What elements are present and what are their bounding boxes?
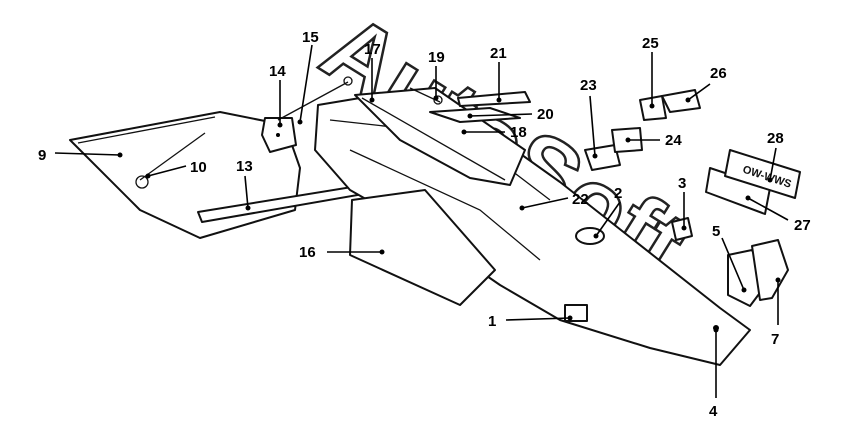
callout-26: 26	[685, 65, 727, 103]
callout-3: 3	[678, 175, 687, 231]
part-18-lid-glass	[354, 87, 526, 186]
callout-24: 24	[625, 132, 682, 149]
callout-number: 7	[771, 331, 779, 348]
callout-number: 19	[428, 49, 445, 66]
callout-9: 9	[38, 147, 123, 164]
callout-number: 3	[678, 175, 686, 192]
part-7-tail-light-lens	[751, 239, 789, 301]
callout-13: 13	[236, 158, 253, 211]
part-26-lock-plate	[661, 89, 701, 113]
callout-20: 20	[467, 106, 554, 123]
callout-number: 16	[299, 244, 316, 261]
callout-number: 21	[490, 45, 507, 62]
callout-number: 26	[710, 65, 727, 82]
part-23-latch	[584, 144, 621, 171]
part-15-gas-strut	[277, 76, 353, 121]
callout-7: 7	[771, 277, 781, 348]
callout-14: 14	[269, 63, 286, 128]
part-21-handle	[457, 91, 531, 107]
callout-number: 25	[642, 35, 659, 52]
part-14-hinge	[261, 117, 297, 153]
callout-number: 4	[709, 403, 718, 420]
callout-number: 13	[236, 158, 253, 175]
callout-28: 28	[767, 130, 784, 183]
callout-21: 21	[490, 45, 507, 103]
callout-27: 27	[745, 195, 811, 234]
callout-5: 5	[712, 223, 747, 293]
part-16-inner-seal	[349, 189, 496, 306]
callout-2: 2	[593, 185, 622, 239]
callout-22: 22	[519, 191, 589, 211]
callout-10: 10	[145, 159, 207, 179]
part-2-lamp	[575, 227, 605, 245]
callout-19: 19	[428, 49, 445, 101]
callout-number: 20	[537, 106, 554, 123]
callout-number: 1	[488, 313, 496, 330]
part-20-bracket	[429, 107, 521, 123]
callout-25: 25	[642, 35, 659, 109]
callout-16: 16	[299, 244, 385, 261]
callout-15: 15	[297, 29, 319, 125]
callout-17: 17	[364, 41, 381, 103]
callout-23: 23	[580, 77, 598, 159]
callout-number: 9	[38, 147, 46, 164]
callout-number: 15	[302, 29, 319, 46]
callout-18: 18	[461, 124, 527, 141]
callout-number: 2	[614, 185, 622, 202]
callout-number: 22	[572, 191, 589, 208]
callout-4: 4	[709, 327, 719, 420]
callout-number: 27	[794, 217, 811, 234]
callout-number: 18	[510, 124, 527, 141]
callout-number: 14	[269, 63, 286, 80]
callout-number: 17	[364, 41, 381, 58]
callout-number: 24	[665, 132, 682, 149]
callout-number: 5	[712, 223, 720, 240]
callout-1: 1	[488, 313, 573, 330]
callout-number: 10	[190, 159, 207, 176]
callout-number: 28	[767, 130, 784, 147]
callout-number: 23	[580, 77, 597, 94]
part-10-wiper-arm	[135, 132, 206, 189]
